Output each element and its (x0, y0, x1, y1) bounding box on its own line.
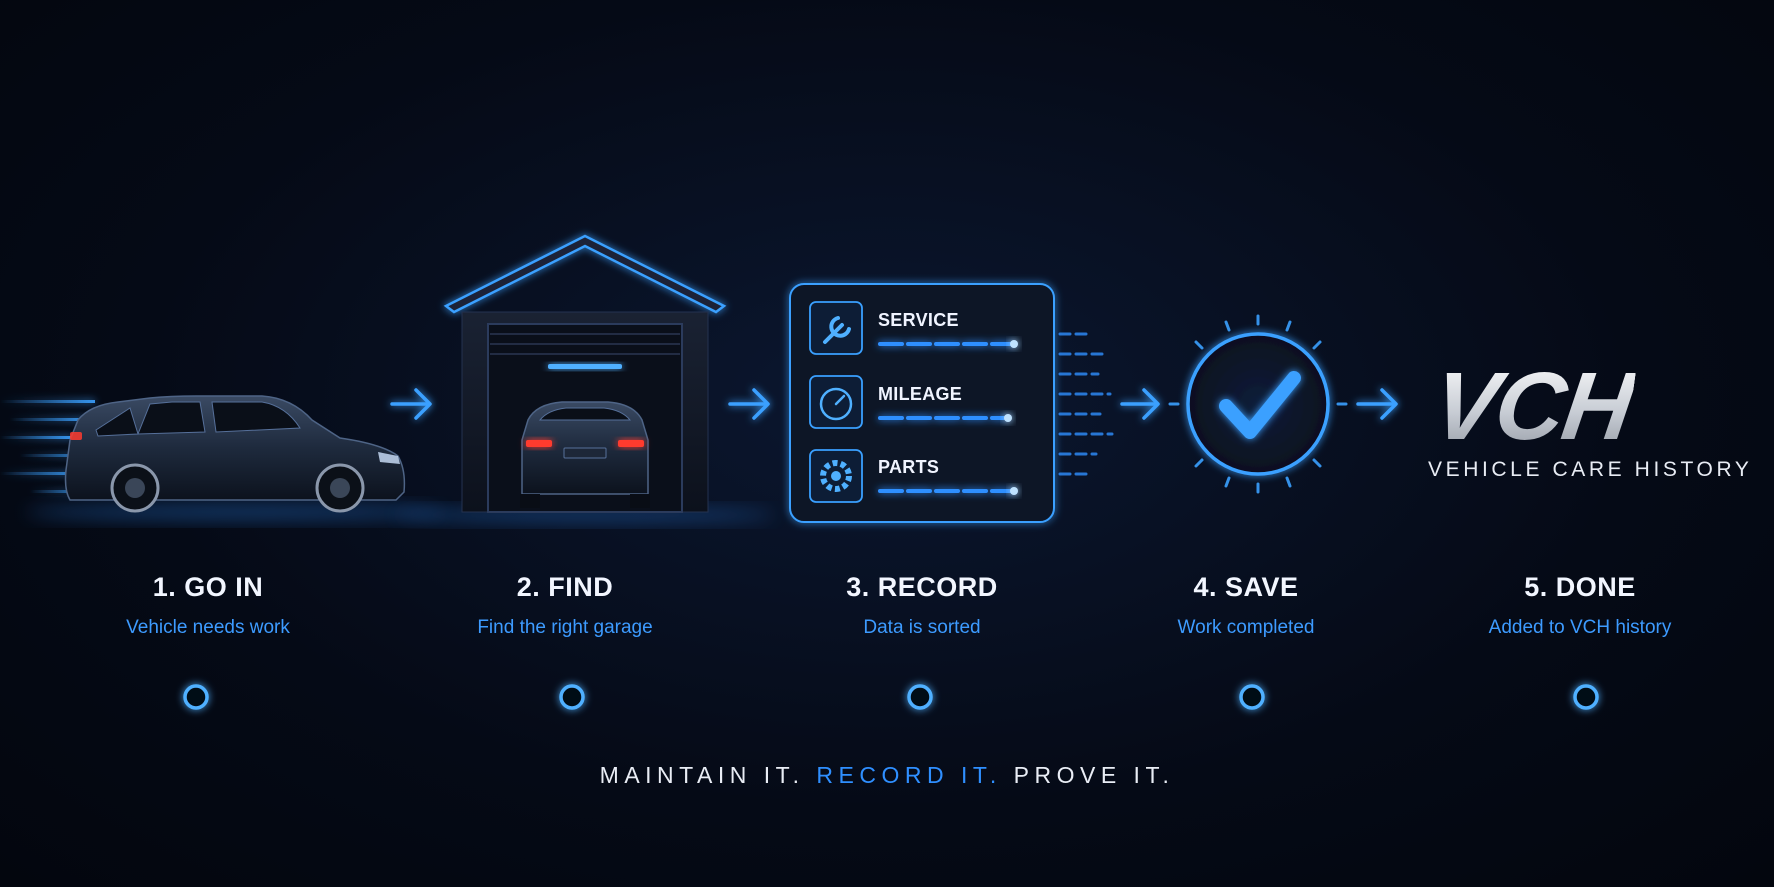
timeline-node-4 (1239, 684, 1265, 710)
car-illustration (0, 395, 445, 520)
panel-label-parts: PARTS (878, 457, 940, 477)
garage-door-slats (490, 333, 680, 355)
burst-ticks (1168, 314, 1348, 494)
panel-label-service: SERVICE (878, 310, 959, 330)
gear-icon (809, 449, 863, 503)
gauge-icon (809, 375, 863, 429)
wrench-icon (809, 301, 863, 355)
timeline-node-2 (559, 684, 585, 710)
vch-logo: VCH (1426, 353, 1639, 460)
step-title: 5. DONE (1524, 572, 1636, 602)
arrow-right-icon (390, 388, 432, 420)
timeline-node-1 (183, 684, 209, 710)
arrow-right-icon (1356, 388, 1398, 420)
tagline-part-2: RECORD IT. (816, 762, 1002, 788)
step-2: 2. FIND Find the right garage (395, 572, 735, 639)
step-description: Work completed (1177, 617, 1315, 638)
speed-lines (0, 400, 98, 493)
step-3: 3. RECORD Data is sorted (752, 572, 1092, 639)
record-panel (789, 283, 1114, 523)
step-description: Vehicle needs work (126, 617, 290, 638)
step-title: 1. GO IN (152, 572, 264, 602)
step-title: 3. RECORD (846, 572, 998, 602)
step-title: 4. SAVE (1193, 572, 1299, 602)
step-4: 4. SAVE Work completed (1076, 572, 1416, 639)
step-1: 1. GO IN Vehicle needs work (38, 572, 378, 639)
tagline-part-1: MAINTAIN IT. (599, 762, 805, 788)
timeline-node-5 (1573, 684, 1599, 710)
timeline-node-3 (907, 684, 933, 710)
step-title: 2. FIND (516, 572, 614, 602)
arrow-right-icon (728, 388, 770, 420)
checkmark-icon (1168, 314, 1348, 494)
step-description: Added to VCH history (1488, 617, 1672, 638)
timeline (183, 684, 1599, 710)
tagline-part-3: PROVE IT. (1013, 762, 1175, 788)
data-stream-lines (1058, 332, 1114, 476)
arrow-right-icon (1120, 388, 1160, 420)
tagline: MAINTAIN IT. RECORD IT. PROVE IT. (0, 762, 1774, 789)
brand-subtitle: VEHICLE CARE HISTORY (1428, 458, 1753, 481)
panel-label-mileage: MILEAGE (878, 384, 963, 404)
step-5: 5. DONE Added to VCH history (1410, 572, 1750, 639)
step-description: Find the right garage (477, 617, 653, 638)
progress-bars (878, 342, 1016, 493)
garage-illustration (395, 234, 775, 522)
step-description: Data is sorted (863, 617, 981, 638)
